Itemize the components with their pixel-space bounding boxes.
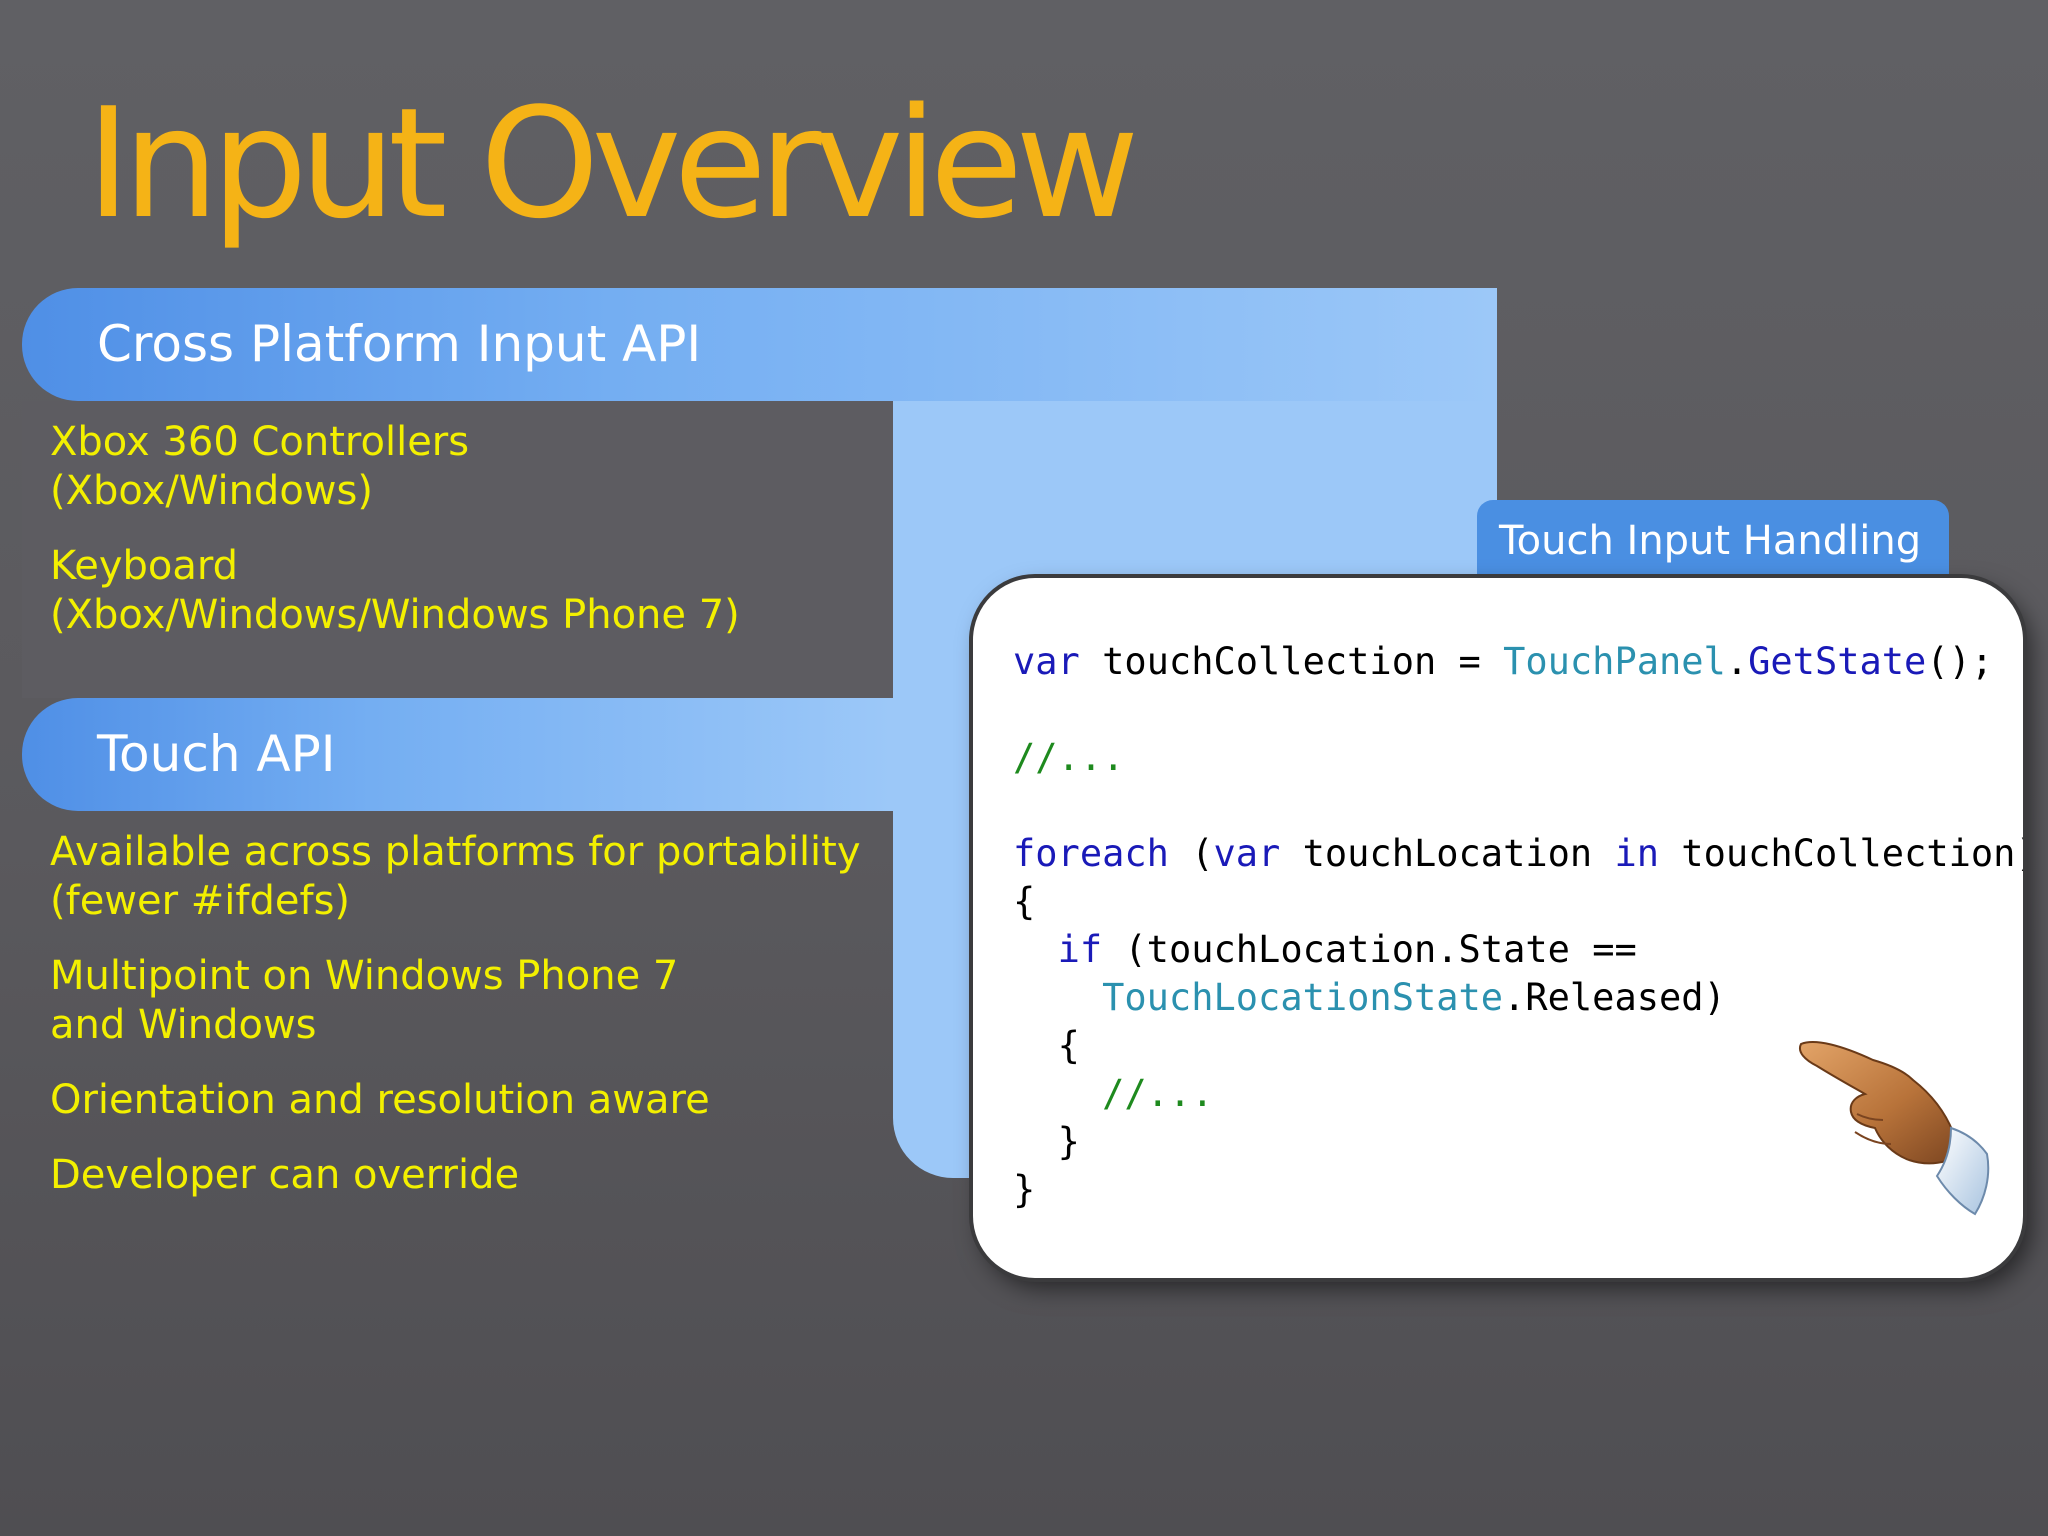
code-line: } bbox=[1013, 1120, 1080, 1163]
code-text: touchCollection = bbox=[1079, 640, 1504, 683]
code-line: { bbox=[1013, 880, 1035, 923]
code-line: //... bbox=[1013, 736, 1124, 779]
code-block: var touchCollection = TouchPanel.GetStat… bbox=[1013, 638, 2023, 1214]
list-item: Orientation and resolution aware bbox=[50, 1076, 861, 1125]
list-item: Developer can override bbox=[50, 1151, 861, 1200]
touch-api-list: Available across platforms for portabili… bbox=[50, 828, 861, 1226]
list-item-line: (Xbox/Windows) bbox=[50, 468, 373, 514]
code-line: //... bbox=[1013, 1072, 1214, 1115]
code-keyword: in bbox=[1614, 832, 1660, 875]
code-type: TouchLocationState bbox=[1102, 976, 1504, 1019]
code-line: } bbox=[1013, 1168, 1035, 1211]
list-item-line: (Xbox/Windows/Windows Phone 7) bbox=[50, 592, 740, 638]
code-keyword: if bbox=[1057, 928, 1103, 971]
code-method: GetState bbox=[1748, 640, 1927, 683]
code-text: { bbox=[1013, 880, 1036, 923]
code-text: touchCollection) bbox=[1659, 832, 2023, 875]
code-comment: //... bbox=[1013, 736, 1125, 779]
code-text: ( bbox=[1168, 832, 1214, 875]
list-item: Available across platforms for portabili… bbox=[50, 828, 861, 926]
section-body-panel bbox=[22, 401, 893, 698]
list-item-line: (fewer #ifdefs) bbox=[50, 878, 351, 924]
list-item: Multipoint on Windows Phone 7 and Window… bbox=[50, 952, 861, 1050]
list-item: Keyboard (Xbox/Windows/Windows Phone 7) bbox=[50, 542, 740, 640]
list-item-line: and Windows bbox=[50, 1002, 317, 1048]
list-item: Xbox 360 Controllers (Xbox/Windows) bbox=[50, 418, 740, 516]
list-item-line: Xbox 360 Controllers bbox=[50, 419, 470, 465]
code-line: if (touchLocation.State == bbox=[1013, 928, 1637, 971]
code-text: .Released) bbox=[1503, 976, 1726, 1019]
list-item-line: Orientation and resolution aware bbox=[50, 1077, 710, 1123]
code-text: { bbox=[1057, 1024, 1080, 1067]
code-text: (touchLocation.State == bbox=[1102, 928, 1637, 971]
code-text: (); bbox=[1926, 640, 1994, 683]
code-text: } bbox=[1013, 1168, 1036, 1211]
code-comment: //... bbox=[1102, 1072, 1214, 1115]
slide-title: Input Overview bbox=[86, 75, 1140, 252]
code-keyword: foreach bbox=[1013, 832, 1169, 875]
list-item-line: Keyboard bbox=[50, 543, 239, 589]
code-line: { bbox=[1013, 1024, 1080, 1067]
code-line: var touchCollection = TouchPanel.GetStat… bbox=[1013, 640, 1993, 683]
code-line: foreach (var touchLocation in touchColle… bbox=[1013, 832, 2023, 875]
code-type: TouchPanel bbox=[1503, 640, 1726, 683]
cross-platform-list: Xbox 360 Controllers (Xbox/Windows) Keyb… bbox=[50, 418, 740, 666]
code-panel-title: Touch Input Handling bbox=[1499, 518, 1922, 564]
section-heading: Touch API bbox=[97, 725, 336, 783]
code-panel: var touchCollection = TouchPanel.GetStat… bbox=[973, 578, 2023, 1278]
section-heading: Cross Platform Input API bbox=[97, 315, 702, 373]
list-item-line: Multipoint on Windows Phone 7 bbox=[50, 953, 679, 999]
code-keyword: var bbox=[1213, 832, 1281, 875]
list-item-line: Developer can override bbox=[50, 1152, 520, 1198]
section-header-touch: Touch API bbox=[22, 698, 894, 811]
list-item-line: Available across platforms for portabili… bbox=[50, 829, 861, 875]
pointing-hand-icon bbox=[1799, 1040, 1990, 1216]
code-text: touchLocation bbox=[1280, 832, 1615, 875]
code-text: } bbox=[1057, 1120, 1080, 1163]
code-line: TouchLocationState.Released) bbox=[1013, 976, 1726, 1019]
section-header-cross-platform: Cross Platform Input API bbox=[22, 288, 1497, 401]
code-text: . bbox=[1725, 640, 1749, 683]
code-keyword: var bbox=[1013, 640, 1080, 683]
